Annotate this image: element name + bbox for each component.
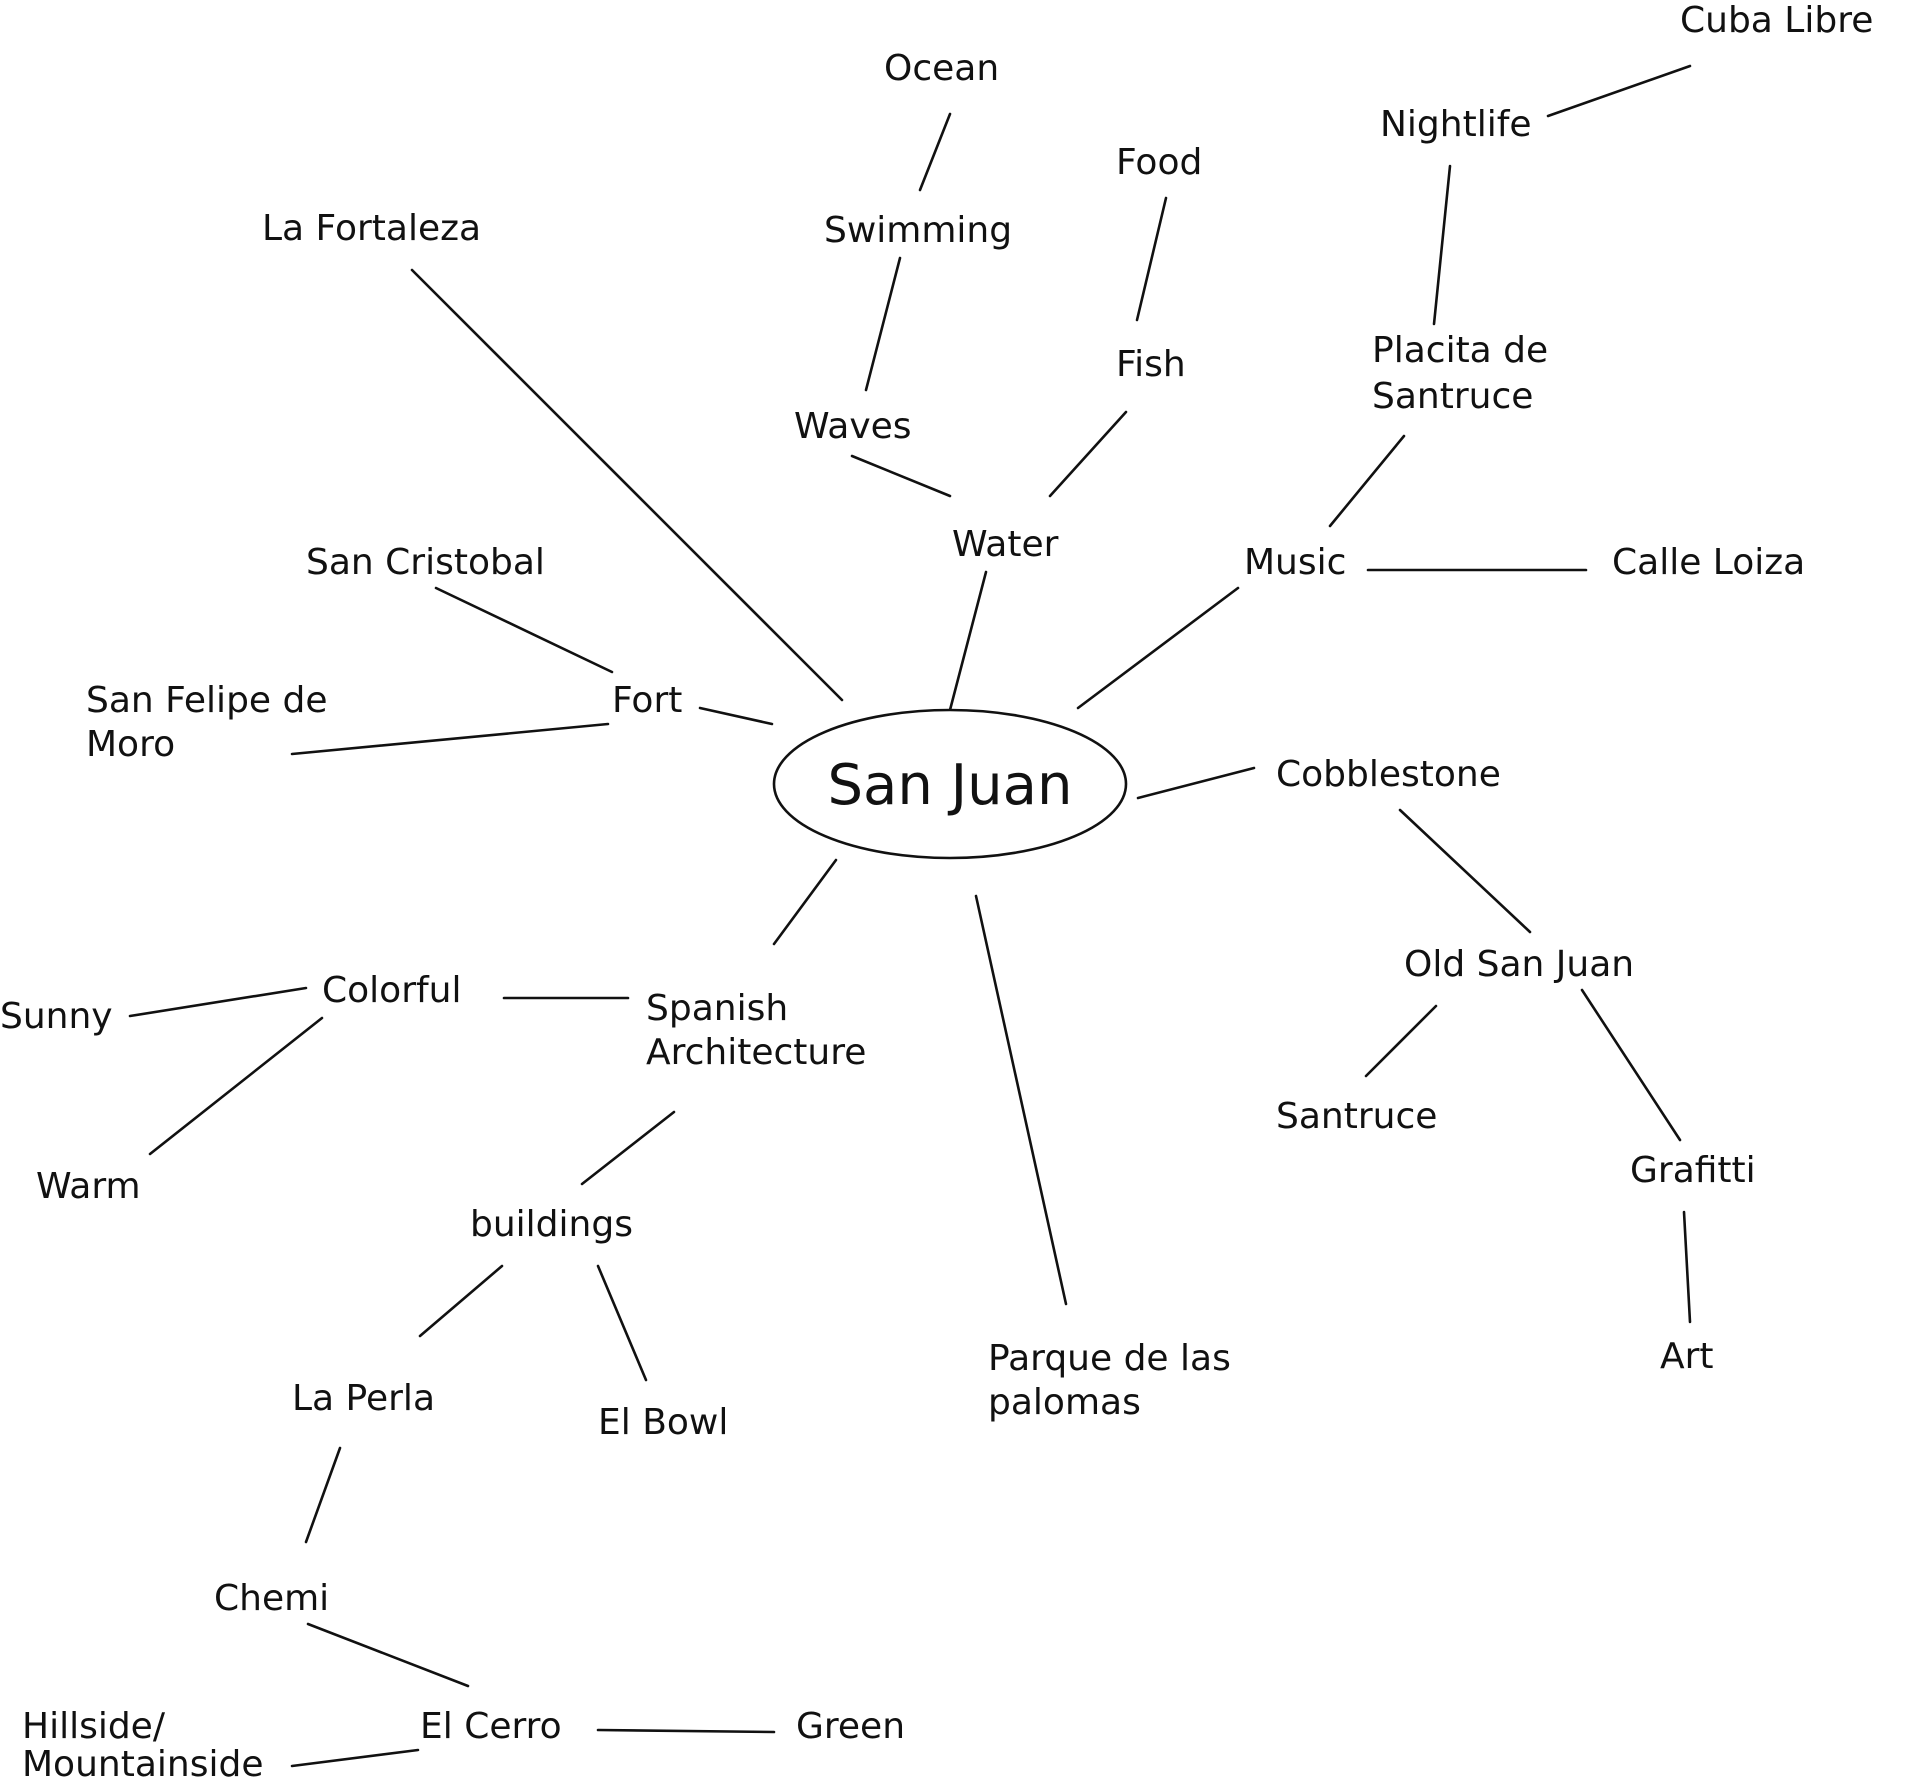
node-santruce: Santruce <box>1276 1096 1437 1137</box>
node-water: Water <box>952 524 1059 565</box>
node-cobblestone: Cobblestone <box>1276 754 1501 795</box>
node-la-perla: La Perla <box>292 1378 435 1419</box>
edge-san-juan-fort <box>698 706 774 726</box>
edge-el-cerro-hillside <box>290 1748 420 1768</box>
node-ocean: Ocean <box>884 48 999 89</box>
edge-buildings-el-bowl <box>596 1264 648 1382</box>
edge-spanish-architecture-buildings <box>580 1110 676 1186</box>
node-colorful: Colorful <box>322 970 461 1011</box>
edge-buildings-la-perla <box>418 1264 504 1338</box>
node-food: Food <box>1116 142 1202 183</box>
node-san-cristobal: San Cristobal <box>306 542 545 583</box>
edge-chemi-el-cerro <box>306 1622 470 1688</box>
node-calle-loiza: Calle Loiza <box>1612 542 1805 583</box>
node-placita-line-1: Placita de <box>1372 330 1548 371</box>
node-music: Music <box>1244 542 1346 583</box>
edge-placita-nightlife <box>1432 164 1452 326</box>
node-waves: Waves <box>794 406 912 447</box>
node-spanish-architecture-line-2: Architecture <box>646 1032 866 1073</box>
node-fort: Fort <box>612 680 682 721</box>
edge-cobblestone-old-san-juan <box>1398 808 1532 934</box>
edge-san-juan-spanish-architecture <box>772 858 838 946</box>
nodes: Water Waves Swimming Ocean Fish Food La … <box>0 0 1873 1781</box>
edge-el-cerro-green <box>596 1728 776 1734</box>
node-spanish-architecture-line-1: Spanish <box>646 988 788 1029</box>
node-parque-line-1: Parque de las <box>988 1338 1231 1379</box>
node-el-cerro: El Cerro <box>420 1706 562 1747</box>
edge-san-juan-parque <box>974 894 1068 1306</box>
node-fish: Fish <box>1116 344 1186 385</box>
edge-music-placita <box>1328 434 1406 528</box>
edge-san-juan-cobblestone <box>1136 766 1256 800</box>
edges <box>128 64 1692 1768</box>
node-la-fortaleza: La Fortaleza <box>262 208 481 249</box>
edge-waves-swimming <box>864 256 902 392</box>
node-parque-line-2: palomas <box>988 1382 1141 1423</box>
node-sunny: Sunny <box>0 996 113 1037</box>
edge-colorful-warm <box>148 1016 324 1156</box>
node-art: Art <box>1660 1336 1714 1377</box>
edge-old-san-juan-santruce <box>1364 1004 1438 1078</box>
node-san-felipe-line-2: Moro <box>86 724 175 765</box>
edge-san-juan-la-fortaleza <box>410 268 844 702</box>
node-swimming: Swimming <box>824 210 1012 251</box>
node-grafitti: Grafitti <box>1630 1150 1756 1191</box>
center-label: San Juan <box>828 753 1073 818</box>
edge-swimming-ocean <box>918 112 952 192</box>
edge-la-perla-chemi <box>304 1446 342 1544</box>
edge-colorful-sunny <box>128 986 308 1018</box>
node-nightlife: Nightlife <box>1380 104 1532 145</box>
edge-water-waves <box>850 454 952 498</box>
node-buildings: buildings <box>470 1204 633 1245</box>
edge-nightlife-cuba-libre <box>1546 64 1692 118</box>
node-el-bowl: El Bowl <box>598 1402 728 1443</box>
edge-fort-san-cristobal <box>434 586 614 674</box>
node-hillside-line-2: Mountainside <box>22 1744 263 1781</box>
node-old-san-juan: Old San Juan <box>1404 944 1634 985</box>
center-ellipse <box>772 708 1128 860</box>
edge-fish-food <box>1135 196 1168 322</box>
node-san-felipe-line-1: San Felipe de <box>86 680 328 721</box>
edge-water-fish <box>1048 410 1128 498</box>
edge-san-juan-music <box>1076 586 1240 710</box>
edge-san-juan-water <box>948 570 988 712</box>
node-placita-line-2: Santruce <box>1372 376 1533 417</box>
node-hillside-line-1: Hillside/ <box>22 1706 166 1747</box>
edge-old-san-juan-grafitti <box>1580 988 1682 1142</box>
edge-fort-san-felipe <box>290 722 610 756</box>
node-cuba-libre: Cuba Libre <box>1680 0 1873 41</box>
node-warm: Warm <box>36 1166 141 1207</box>
node-chemi: Chemi <box>214 1578 329 1619</box>
node-green: Green <box>796 1706 905 1747</box>
center-node: San Juan <box>772 708 1128 860</box>
edge-grafitti-art <box>1682 1210 1692 1324</box>
